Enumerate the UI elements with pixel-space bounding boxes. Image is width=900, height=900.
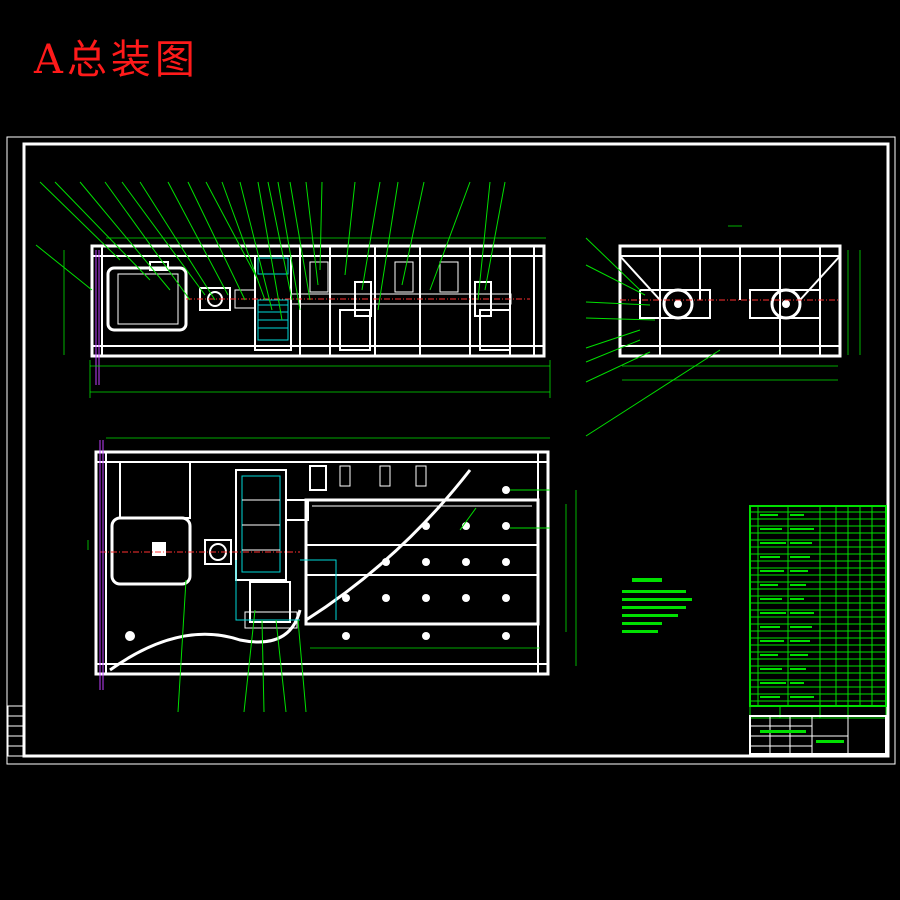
parts-list-text-stripe [760, 626, 780, 628]
drawing-title: A总装图 [34, 37, 199, 83]
parts-list-text-stripe [760, 696, 780, 698]
title-block [749, 715, 887, 755]
parts-list-text-stripe [790, 640, 810, 642]
sheet-outer-border [6, 136, 896, 765]
parts-list-text-stripe [790, 556, 810, 558]
parts-list-text-stripe [760, 570, 784, 572]
parts-list-text-stripe [760, 514, 778, 516]
front-view-leaders [35, 181, 506, 321]
parts-list-text-stripe [760, 682, 786, 684]
parts-list-text-stripe [790, 514, 804, 516]
parts-list-text-stripe [760, 668, 782, 670]
parts-list-text-stripe [790, 570, 808, 572]
front-view [63, 237, 551, 398]
parts-list-text-stripe [790, 654, 808, 656]
bolt-holes [125, 486, 510, 641]
parts-list-text-stripe [760, 654, 778, 656]
parts-list-text-stripe [790, 598, 804, 600]
parts-list-text-stripe [790, 682, 804, 684]
parts-list-text-stripe [760, 542, 786, 544]
parts-list-text-stripe [790, 584, 806, 586]
technical-notes [622, 578, 692, 633]
parts-list-text-stripe [790, 668, 806, 670]
parts-list-text-stripe [760, 528, 782, 530]
parts-list-text-stripe [760, 556, 780, 558]
parts-list-text-stripe [760, 640, 784, 642]
parts-list-text-stripe [790, 696, 814, 698]
parts-list-text-stripe [790, 542, 812, 544]
sheet-inner-border [22, 142, 890, 758]
parts-list-text-stripe [760, 612, 786, 614]
parts-list-text-stripe [760, 598, 782, 600]
parts-list-text-stripe [790, 612, 814, 614]
margin-info-strip [7, 705, 25, 757]
side-view [618, 225, 861, 381]
parts-list-text-stripe [760, 584, 778, 586]
parts-list-table [749, 505, 887, 719]
plan-view-leaders [177, 489, 550, 713]
plan-view [87, 437, 577, 690]
parts-list-text-stripe [790, 626, 812, 628]
parts-list-text-stripe [790, 528, 814, 530]
side-view-leaders [585, 237, 721, 437]
